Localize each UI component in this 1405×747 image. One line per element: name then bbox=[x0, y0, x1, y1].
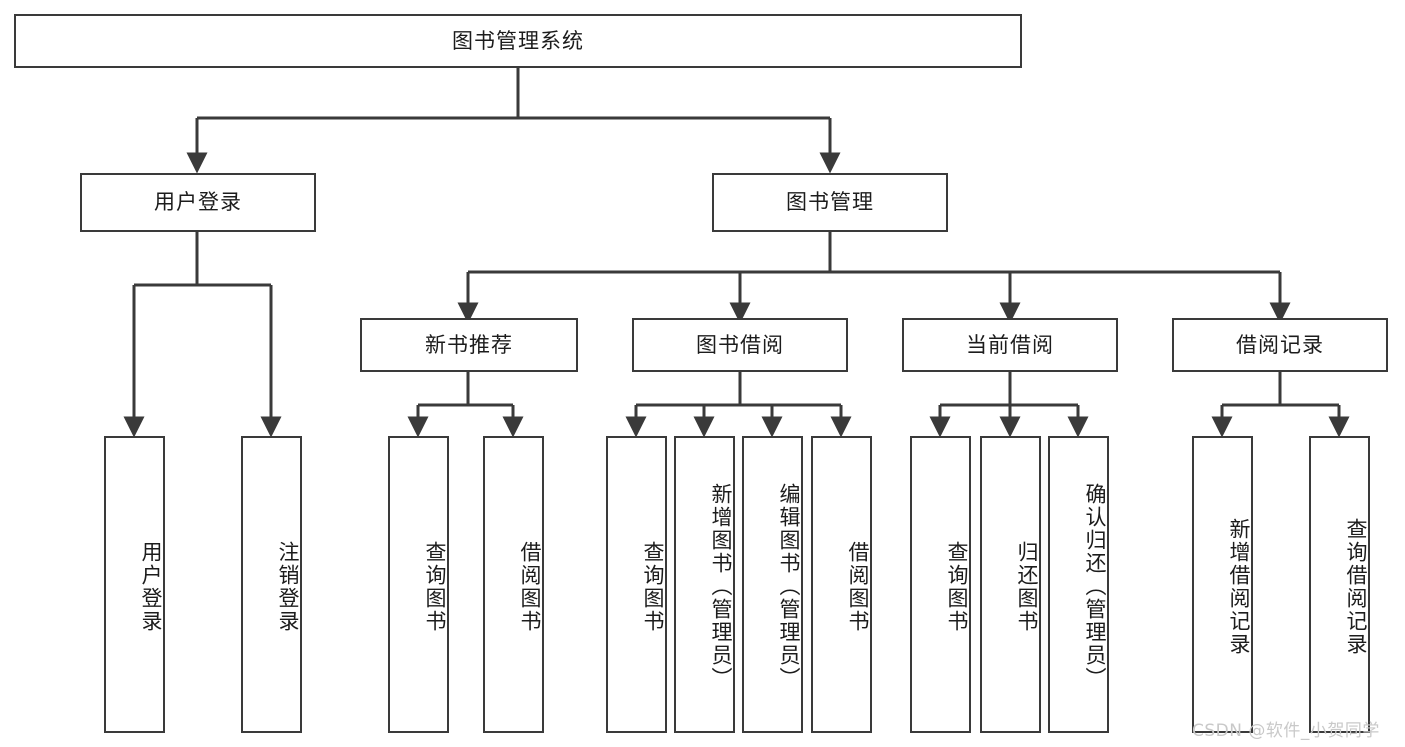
node-user-login[interactable]: 用户登录 bbox=[80, 173, 316, 232]
leaf-query-book-1[interactable]: 查询图书 bbox=[388, 436, 449, 733]
leaf-user-logout-label: 注销登录 bbox=[276, 540, 300, 633]
node-book-manage[interactable]: 图书管理 bbox=[712, 173, 948, 232]
node-new-book-recommend-label: 新书推荐 bbox=[425, 332, 513, 357]
leaf-query-book-2-label: 查询图书 bbox=[641, 540, 665, 633]
leaf-query-record-label: 查询借阅记录 bbox=[1344, 517, 1368, 656]
node-book-borrow-label: 图书借阅 bbox=[696, 332, 784, 357]
node-borrow-record[interactable]: 借阅记录 bbox=[1172, 318, 1388, 372]
node-user-login-label: 用户登录 bbox=[154, 190, 242, 215]
leaf-confirm-return[interactable]: 确认归还（管理员） bbox=[1048, 436, 1109, 733]
leaf-user-logout[interactable]: 注销登录 bbox=[241, 436, 302, 733]
node-root-label: 图书管理系统 bbox=[452, 28, 584, 53]
leaf-edit-book-label: 编辑图书（管理员） bbox=[777, 483, 801, 690]
leaf-add-book-label: 新增图书（管理员） bbox=[709, 483, 733, 690]
leaf-borrow-book-2-label: 借阅图书 bbox=[846, 540, 870, 633]
leaf-query-record[interactable]: 查询借阅记录 bbox=[1309, 436, 1370, 733]
node-root[interactable]: 图书管理系统 bbox=[14, 14, 1022, 68]
leaf-user-login-label: 用户登录 bbox=[139, 540, 163, 633]
leaf-borrow-book-1[interactable]: 借阅图书 bbox=[483, 436, 544, 733]
node-book-borrow[interactable]: 图书借阅 bbox=[632, 318, 848, 372]
leaf-add-book[interactable]: 新增图书（管理员） bbox=[674, 436, 735, 733]
leaf-add-record[interactable]: 新增借阅记录 bbox=[1192, 436, 1253, 733]
leaf-confirm-return-label: 确认归还（管理员） bbox=[1083, 483, 1107, 690]
leaf-query-book-2[interactable]: 查询图书 bbox=[606, 436, 667, 733]
leaf-query-book-3[interactable]: 查询图书 bbox=[910, 436, 971, 733]
leaf-return-book[interactable]: 归还图书 bbox=[980, 436, 1041, 733]
leaf-borrow-book-2[interactable]: 借阅图书 bbox=[811, 436, 872, 733]
node-current-borrow[interactable]: 当前借阅 bbox=[902, 318, 1118, 372]
node-book-manage-label: 图书管理 bbox=[786, 190, 874, 215]
leaf-borrow-book-1-label: 借阅图书 bbox=[518, 540, 542, 633]
leaf-query-book-1-label: 查询图书 bbox=[423, 540, 447, 633]
leaf-user-login[interactable]: 用户登录 bbox=[104, 436, 165, 733]
leaf-query-book-3-label: 查询图书 bbox=[945, 540, 969, 633]
node-borrow-record-label: 借阅记录 bbox=[1236, 332, 1324, 357]
leaf-edit-book[interactable]: 编辑图书（管理员） bbox=[742, 436, 803, 733]
leaf-add-record-label: 新增借阅记录 bbox=[1227, 517, 1251, 656]
node-new-book-recommend[interactable]: 新书推荐 bbox=[360, 318, 578, 372]
leaf-return-book-label: 归还图书 bbox=[1015, 540, 1039, 633]
node-current-borrow-label: 当前借阅 bbox=[966, 332, 1054, 357]
